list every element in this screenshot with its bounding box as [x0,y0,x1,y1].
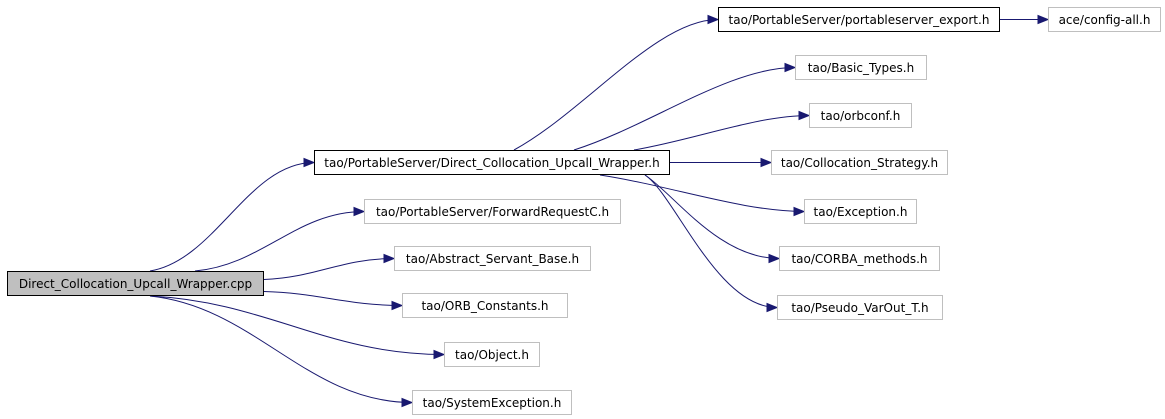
arrowhead-frc [353,206,366,217]
node-forward-request-c-h[interactable]: tao/PortableServer/ForwardRequestC.h [364,199,621,224]
node-orb-constants-h[interactable]: tao/ORB_Constants.h [402,293,568,318]
edge-dcuw-to-psexp [513,19,719,151]
node-exception-h[interactable]: tao/Exception.h [804,199,917,224]
edge-dcuw-to-orbcf [633,115,810,151]
node-object-h[interactable]: tao/Object.h [444,342,540,367]
node-ace-config-all-h[interactable]: ace/config-all.h [1048,7,1161,32]
arrowhead-asb [383,253,396,264]
arrowhead-sysex [401,397,414,408]
node-portableserver-export-h[interactable]: tao/PortableServer/portableserver_export… [718,7,1000,32]
node-basic-types-h[interactable]: tao/Basic_Types.h [795,55,927,80]
edge-root-to-sysex [149,295,413,403]
node-direct-collocation-upcall-wrapper-h[interactable]: tao/PortableServer/Direct_Collocation_Up… [314,150,670,175]
edge-dcuw-to-corba [644,174,780,259]
edge-dcuw-to-basic [573,67,796,151]
edge-root-to-asb [263,258,395,280]
arrowhead-orbcf [798,110,811,121]
arrowhead-corba [768,253,781,264]
edge-dcuw-to-exc [599,174,805,212]
arrowhead-orbc [391,300,404,311]
node-corba-methods-h[interactable]: tao/CORBA_methods.h [779,246,940,271]
arrowhead-pvo [766,302,779,313]
arrowhead-obj [433,349,446,360]
edge-root-to-frc [194,211,365,272]
arrowhead-dcuw [303,157,316,168]
arrowhead-psexp [707,14,720,25]
node-system-exception-h[interactable]: tao/SystemException.h [412,390,572,415]
node-collocation-strategy-h[interactable]: tao/Collocation_Strategy.h [771,150,948,175]
node-orbconf-h[interactable]: tao/orbconf.h [809,103,912,128]
node-abstract-servant-base-h[interactable]: tao/Abstract_Servant_Base.h [394,246,591,271]
edge-root-to-obj [149,295,445,355]
arrowhead-colls [760,157,773,168]
node-direct-collocation-upcall-wrapper-cpp[interactable]: Direct_Collocation_Upcall_Wrapper.cpp [7,271,264,296]
arrowhead-exc [793,206,806,217]
edge-root-to-orbc [263,291,403,306]
edge-root-to-dcuw [149,162,315,272]
arrowhead-basic [784,62,797,73]
arrowhead-ace [1037,14,1050,25]
edge-dcuw-to-pvo [644,174,778,308]
node-pseudo-varout-t-h[interactable]: tao/Pseudo_VarOut_T.h [777,295,943,320]
